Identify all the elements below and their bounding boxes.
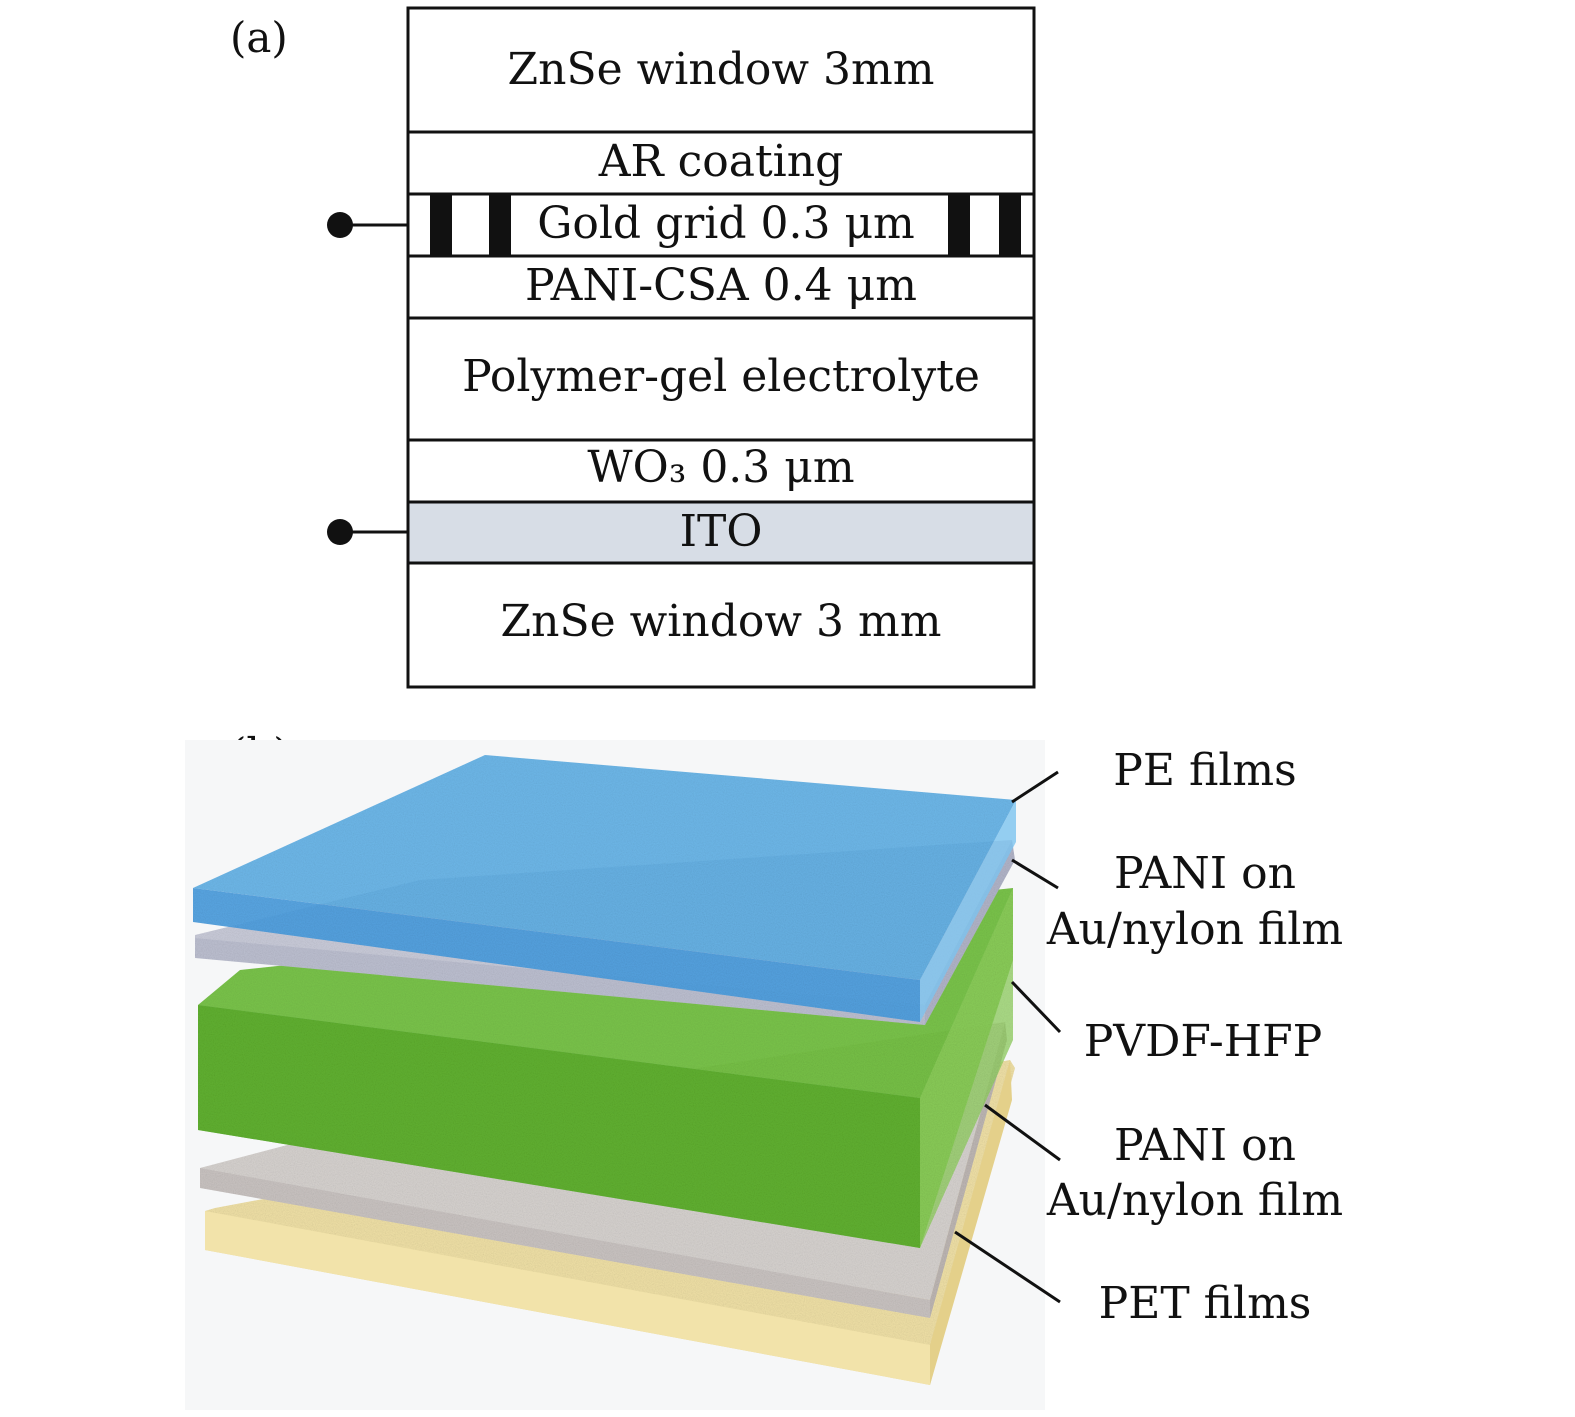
terminal-dot bbox=[327, 212, 353, 238]
terminal-dot bbox=[327, 519, 353, 545]
leader-pvdf bbox=[1010, 980, 1062, 1034]
terminal-bottom bbox=[327, 519, 408, 545]
layer-label-wo3: WO₃ 0.3 μm bbox=[587, 442, 854, 493]
ito-fill bbox=[408, 502, 1034, 563]
layer-label-pani-csa: PANI-CSA 0.4 μm bbox=[525, 260, 917, 311]
label-pet-films: PET films bbox=[1099, 1278, 1312, 1329]
layer-label-ar-coating: AR coating bbox=[598, 136, 844, 187]
stack-frame bbox=[406, 6, 1036, 689]
gold-grid-bar bbox=[999, 194, 1021, 256]
terminal-top bbox=[327, 212, 408, 238]
layer-label-gold-grid: Gold grid 0.3 μm bbox=[537, 198, 915, 249]
panel-a-label: (a) bbox=[230, 13, 288, 62]
gold-grid-bar bbox=[948, 194, 970, 256]
layer-label-znse-top: ZnSe window 3mm bbox=[508, 44, 935, 95]
layer-stack: ZnSe window 3mm AR coating Gold grid 0.3… bbox=[406, 6, 1036, 689]
leader-pet bbox=[954, 1230, 1061, 1304]
pe-film bbox=[193, 755, 1016, 1022]
layered-device-render bbox=[193, 755, 1016, 1385]
leader-pe bbox=[1011, 770, 1059, 804]
leader-lines bbox=[954, 770, 1062, 1304]
label-pvdf-hfp: PVDF-HFP bbox=[1084, 1016, 1323, 1067]
gold-grid-bar bbox=[430, 194, 452, 256]
label-pani-bottom-line1: PANI on bbox=[1114, 1120, 1296, 1171]
layer-label-znse-bottom: ZnSe window 3 mm bbox=[501, 596, 942, 647]
label-pani-top-line2: Au/nylon film bbox=[1046, 904, 1343, 955]
label-pe-films: PE films bbox=[1113, 745, 1296, 796]
layer-label-ito: ITO bbox=[680, 506, 763, 557]
label-pani-bottom-line2: Au/nylon film bbox=[1046, 1175, 1343, 1226]
gold-grid-bar bbox=[489, 194, 511, 256]
layer-label-electrolyte: Polymer-gel electrolyte bbox=[462, 351, 980, 402]
leader-pani-top bbox=[1011, 858, 1059, 890]
label-pani-top-line1: PANI on bbox=[1114, 848, 1296, 899]
leader-pani-bottom bbox=[984, 1103, 1061, 1162]
